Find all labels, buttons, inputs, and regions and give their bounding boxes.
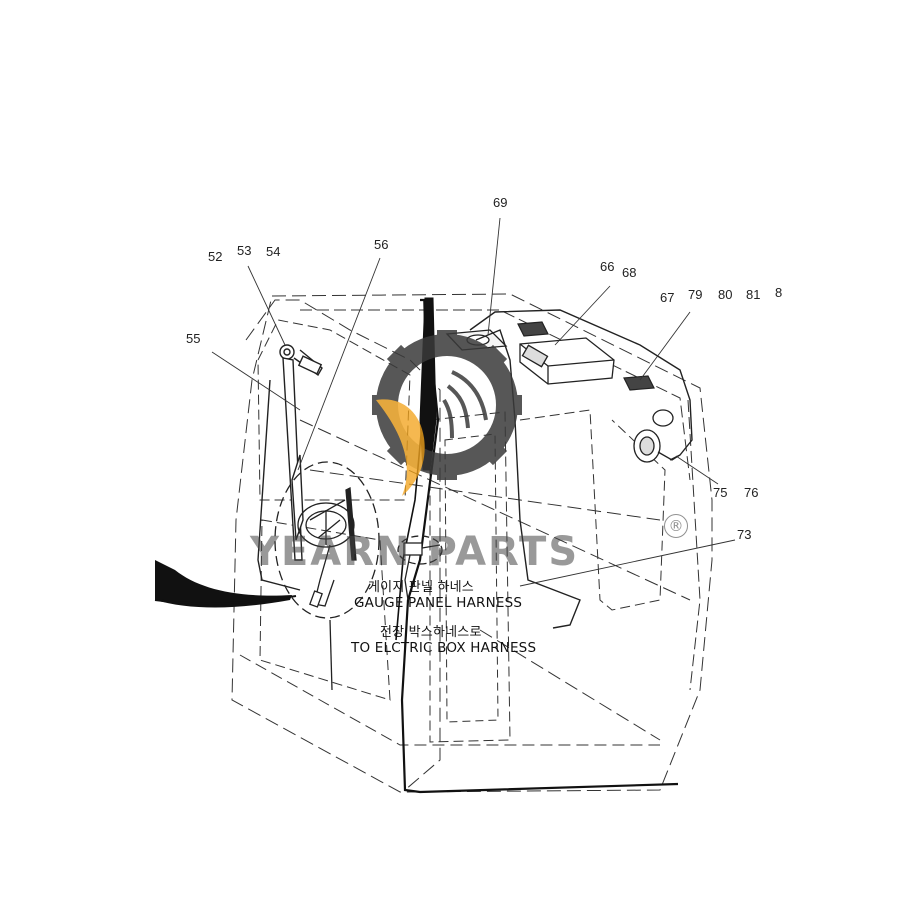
cab-door-inner	[444, 433, 499, 723]
cab-outline	[231, 293, 713, 793]
wiper-assembly	[257, 344, 323, 591]
callout-79: 79	[688, 287, 703, 302]
cab-left-window	[257, 319, 411, 501]
radio-unit	[519, 337, 615, 385]
watermark-logo	[372, 330, 522, 496]
dashboard-bracket	[155, 560, 292, 608]
cab-side-window	[519, 409, 666, 611]
gauge-connector	[397, 535, 443, 601]
cab-diagonal-1	[299, 419, 691, 601]
speaker-right	[623, 375, 655, 391]
callout-55: 55	[186, 331, 201, 346]
callout-76: 76	[744, 485, 759, 500]
callout-53: 53	[237, 243, 252, 258]
watermark-flame	[376, 399, 425, 496]
callout-52: 52	[208, 249, 223, 264]
cab-rear-post	[687, 399, 701, 691]
cab-diagonal-2	[309, 469, 661, 521]
dashboard-line	[154, 595, 297, 605]
roof-harness-2	[475, 329, 581, 629]
cab-front-frame	[245, 299, 441, 791]
callout-8: 8	[775, 285, 783, 300]
callout-68: 68	[622, 265, 637, 280]
cab-diagonal-3	[479, 629, 661, 741]
callout-67: 67	[660, 290, 675, 305]
watermark-brand: YEARN PARTS	[250, 529, 580, 575]
callout-80: 80	[718, 287, 733, 302]
callout-66: 66	[600, 259, 615, 274]
gauge-panel-harness-en: GAUGE PANEL HARNESS	[354, 595, 523, 611]
callout-56: 56	[374, 237, 389, 252]
callout-73: 73	[737, 527, 752, 542]
electric-box-harness-kr: 전장 박스하네스로	[380, 625, 482, 640]
cab-door-window	[429, 411, 511, 743]
roof-harness	[469, 309, 693, 461]
callout-75: 75	[713, 485, 728, 500]
cab-lower-panel	[259, 519, 391, 701]
steering-column	[274, 461, 380, 691]
leader-lines	[211, 217, 736, 587]
callout-69: 69	[493, 195, 508, 210]
speaker-left	[517, 321, 549, 337]
electric-box-harness-en: TO ELCTRIC BOX HARNESS	[351, 640, 537, 656]
cab-floor	[239, 654, 660, 746]
callout-54: 54	[266, 244, 281, 259]
callout-81: 81	[746, 287, 761, 302]
work-lamp	[633, 409, 681, 463]
watermark-registered-mark: ®	[664, 514, 688, 538]
gauge-panel-harness-kr: 게이지 판넬 하네스	[368, 580, 474, 595]
